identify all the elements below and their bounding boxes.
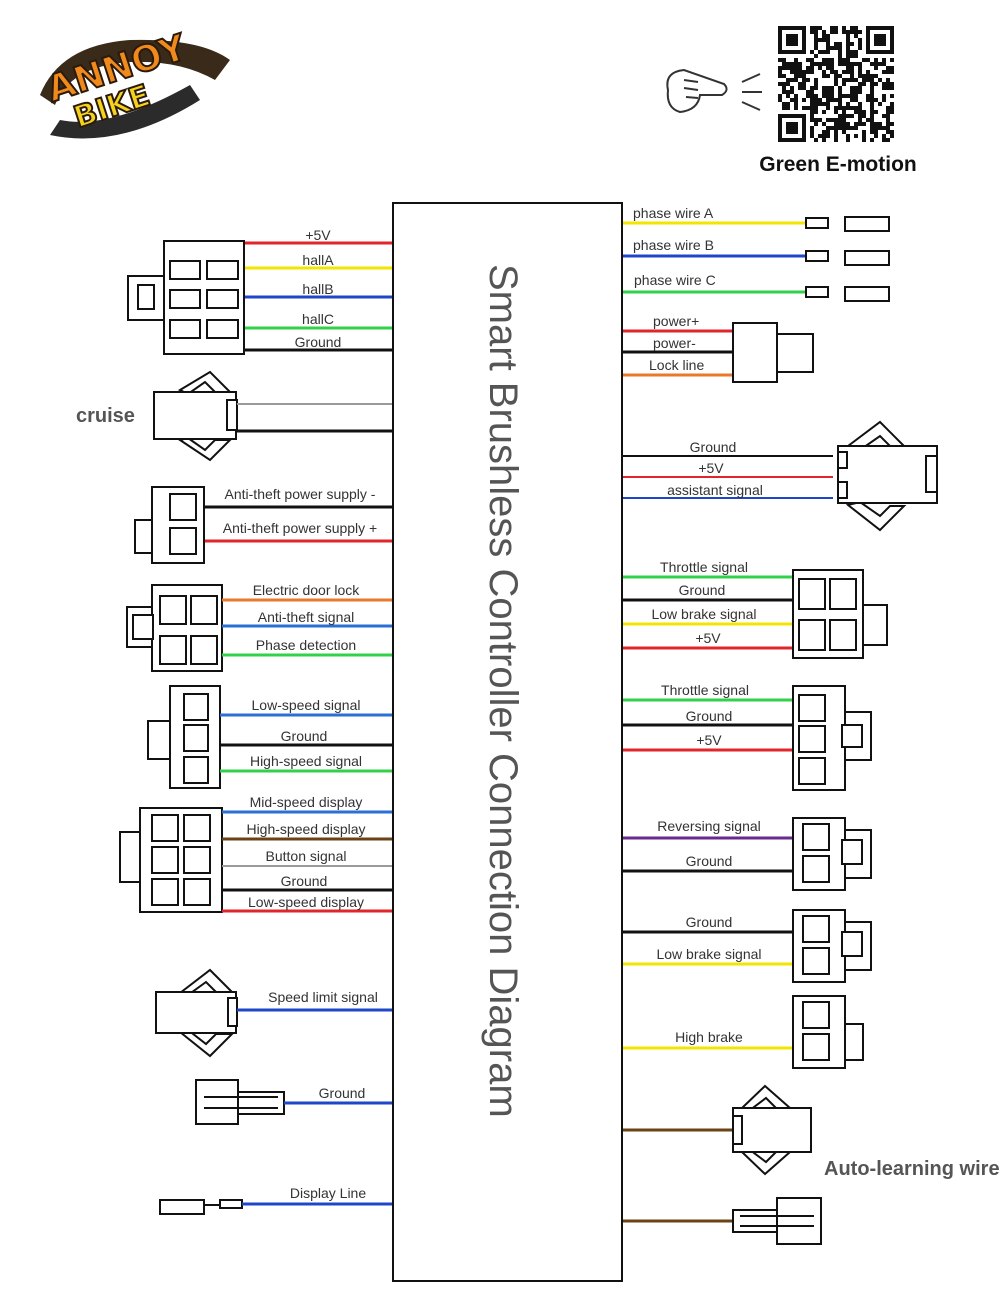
label-lowbrake-signal: Low brake signal (656, 946, 761, 962)
display-line-connector (159, 1199, 243, 1215)
label-reverse-ground: Ground (686, 853, 733, 869)
label-hall-a: hallA (302, 252, 334, 268)
speed-display-connector (119, 807, 223, 913)
power-connector (732, 322, 814, 383)
qr-code (776, 24, 898, 146)
label-speed-ground: Ground (281, 728, 328, 744)
label-low-speed: Low-speed signal (252, 697, 361, 713)
label-lowbrake-ground: Ground (686, 914, 733, 930)
label-high-speed-display: High-speed display (246, 821, 365, 837)
label-reverse-signal: Reversing signal (657, 818, 761, 834)
label-ground: Ground (319, 1085, 366, 1101)
label-power-pos: power+ (653, 313, 699, 329)
label-door-lock: Electric door lock (253, 582, 361, 598)
door-lock-connector (126, 584, 223, 672)
label-throttle4-lowbrake: Low brake signal (651, 606, 756, 622)
label-button-signal: Button signal (266, 848, 347, 864)
label-cruise: cruise (76, 405, 135, 427)
label-assist-5v: +5V (698, 460, 724, 476)
label-phase-a: phase wire A (633, 205, 714, 221)
qr-caption: Green E-motion (759, 153, 917, 176)
high-brake-connector (792, 995, 864, 1069)
label-high-speed: High-speed signal (250, 753, 362, 769)
pointing-hand-icon (666, 68, 762, 114)
controller-box (392, 202, 623, 1282)
label-antitheft-signal: Anti-theft signal (258, 609, 355, 625)
label-speed-limit: Speed limit signal (268, 989, 378, 1005)
diagram-title: Smart Brushless Controller Connection Di… (481, 264, 525, 1118)
label-hall-b: hallB (302, 281, 333, 297)
label-5v: +5V (305, 227, 331, 243)
assist-connector (837, 420, 938, 532)
phase-terminals (805, 216, 890, 302)
label-assist-signal: assistant signal (667, 482, 763, 498)
label-low-speed-display: Low-speed display (248, 894, 364, 910)
low-brake-connector (792, 909, 872, 983)
label-auto-learning: Auto-learning wire (824, 1158, 1000, 1180)
label-throttle4-5v: +5V (695, 630, 721, 646)
label-assist-ground: Ground (690, 439, 737, 455)
label-phase-c: phase wire C (634, 272, 716, 288)
label-lock-line: Lock line (649, 357, 704, 373)
label-high-brake: High brake (675, 1029, 743, 1045)
label-phase-b: phase wire B (633, 237, 714, 253)
label-throttle3-ground: Ground (686, 708, 733, 724)
label-antitheft-neg: Anti-theft power supply - (225, 486, 376, 502)
throttle-connector (792, 685, 872, 791)
ground-connector (195, 1079, 285, 1125)
label-hall-c: hallC (302, 311, 334, 327)
hall-connector (127, 240, 245, 355)
auto-learning-plug (732, 1197, 822, 1245)
reverse-connector (792, 817, 872, 891)
label-throttle3-signal: Throttle signal (661, 682, 749, 698)
label-hall-ground: Ground (295, 334, 342, 350)
cruise-connector (153, 370, 238, 462)
speed-select-connector (147, 685, 221, 789)
label-phase-detection: Phase detection (256, 637, 356, 653)
brand-logo: ANNOY BIKE (40, 26, 230, 139)
label-mid-speed-display: Mid-speed display (250, 794, 363, 810)
antitheft-power-connector (134, 486, 205, 564)
auto-learning-connector (732, 1084, 812, 1176)
label-throttle3-5v: +5V (696, 732, 722, 748)
throttle-brake-connector (792, 569, 888, 659)
label-antitheft-pos: Anti-theft power supply + (223, 520, 377, 536)
speed-limit-connector (155, 968, 238, 1058)
label-throttle4-signal: Throttle signal (660, 559, 748, 575)
label-display-line: Display Line (290, 1185, 366, 1201)
label-throttle4-ground: Ground (679, 582, 726, 598)
label-power-neg: power- (653, 335, 696, 351)
label-display-ground: Ground (281, 873, 328, 889)
